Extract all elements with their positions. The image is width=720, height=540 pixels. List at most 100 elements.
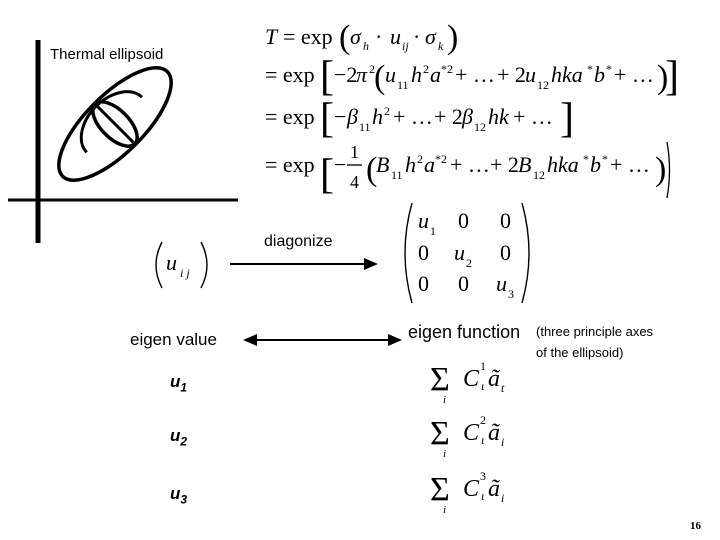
- svg-text:C: C: [463, 476, 480, 502]
- svg-text:β: β: [461, 104, 473, 129]
- svg-text:T: T: [265, 24, 279, 49]
- svg-text:0: 0: [418, 271, 429, 296]
- svg-text:hka: hka: [551, 62, 583, 87]
- svg-text:1: 1: [480, 359, 486, 373]
- svg-text:(: (: [339, 19, 350, 56]
- svg-text:[: [: [320, 96, 334, 142]
- svg-text:C: C: [463, 366, 480, 392]
- eigen-function-note-line2: of the ellipsoid): [536, 345, 624, 360]
- sum-expression-3: Σ i C 3 ι ã i: [430, 469, 504, 516]
- svg-text:b: b: [594, 62, 605, 87]
- ellipsoid-shape: [57, 66, 173, 182]
- svg-text:hk: hk: [488, 104, 510, 129]
- svg-text:ij: ij: [402, 39, 409, 53]
- svg-text:σ: σ: [425, 24, 437, 49]
- svg-text:0: 0: [458, 271, 469, 296]
- svg-text:i: i: [443, 504, 446, 516]
- svg-text:3: 3: [480, 469, 486, 483]
- svg-text:+ 2: + 2: [497, 62, 526, 87]
- svg-text:2: 2: [417, 152, 423, 166]
- svg-text:*: *: [587, 62, 593, 76]
- diagonize-arrow: [230, 258, 378, 270]
- svg-text:+ …: + …: [610, 152, 650, 177]
- thermal-ellipsoid-label: Thermal ellipsoid: [50, 46, 164, 63]
- svg-text:a: a: [430, 62, 441, 87]
- svg-text:0: 0: [500, 208, 511, 233]
- svg-text:]: ]: [560, 96, 574, 142]
- svg-text:= exp: = exp: [265, 152, 315, 177]
- svg-text:h: h: [372, 104, 383, 129]
- svg-text:B: B: [518, 152, 531, 177]
- svg-text:Σ: Σ: [430, 471, 450, 508]
- svg-text:): ): [657, 59, 668, 96]
- svg-text:11: 11: [391, 168, 403, 182]
- svg-text:= exp: = exp: [265, 62, 315, 87]
- svg-text:u: u: [525, 62, 536, 87]
- diagonize-label: diagonize: [264, 233, 333, 250]
- svg-text:i: i: [443, 394, 446, 406]
- svg-text:+ …: + …: [614, 62, 654, 87]
- svg-text:b: b: [590, 152, 601, 177]
- svg-text:·: ·: [413, 24, 420, 49]
- svg-text:+ 2: + 2: [490, 152, 519, 177]
- svg-text:t: t: [501, 381, 505, 395]
- svg-text:u: u: [418, 208, 429, 233]
- u2-label: u2: [170, 426, 188, 449]
- sum-expression-2: Σ i C 2 ι ã i: [430, 413, 504, 460]
- svg-text:2: 2: [369, 62, 375, 76]
- svg-text:0: 0: [458, 208, 469, 233]
- svg-text:u: u: [385, 62, 396, 87]
- svg-text:*: *: [583, 152, 589, 166]
- equation-line-2: = exp [ −2 π 2 ( u 11 h 2 a *2 + … + 2 u…: [265, 54, 679, 100]
- svg-text:12: 12: [537, 78, 549, 92]
- diagonal-matrix: u 1 0 0 0 u 2 0 0 0 u 3: [404, 202, 530, 304]
- svg-text:2: 2: [423, 62, 429, 76]
- svg-text:−2: −2: [334, 62, 357, 87]
- svg-text:+ …: + …: [455, 62, 495, 87]
- svg-text:i: i: [501, 435, 504, 449]
- page-number: 16: [690, 520, 701, 532]
- svg-text:+ 2: + 2: [434, 104, 463, 129]
- svg-text:ι: ι: [481, 489, 484, 503]
- svg-text:12: 12: [533, 168, 545, 182]
- equation-line-4: = exp [ − 1 4 ( B 11 h 2 a *2 + … + 2 B …: [265, 141, 671, 199]
- svg-text:*: *: [606, 62, 612, 76]
- svg-text:+ …: + …: [393, 104, 433, 129]
- svg-text:12: 12: [474, 120, 486, 134]
- svg-text:*2: *2: [435, 152, 447, 166]
- eigen-function-note-line1: (three principle axes: [536, 324, 654, 339]
- svg-text:3: 3: [508, 287, 514, 301]
- eigen-value-label: eigen value: [130, 330, 217, 349]
- svg-text:·: ·: [375, 24, 382, 49]
- svg-text:−: −: [334, 152, 346, 177]
- svg-text:11: 11: [359, 120, 371, 134]
- svg-text:ã: ã: [488, 476, 500, 502]
- svg-text:σ: σ: [350, 24, 362, 49]
- svg-text:(: (: [374, 59, 385, 96]
- svg-text:ι: ι: [481, 433, 484, 447]
- svg-text:1: 1: [430, 224, 436, 238]
- u1-label: u1: [170, 372, 188, 395]
- svg-text:= exp: = exp: [265, 104, 315, 129]
- svg-text:h: h: [411, 62, 422, 87]
- eigen-double-arrow: [243, 334, 402, 346]
- svg-text:2: 2: [384, 104, 390, 118]
- svg-text:(: (: [366, 151, 377, 188]
- svg-text:): ): [447, 19, 458, 56]
- svg-text:+ …: + …: [513, 104, 553, 129]
- svg-text:2: 2: [466, 256, 472, 270]
- svg-text:]: ]: [665, 54, 679, 100]
- svg-text:β: β: [346, 104, 358, 129]
- svg-text:−: −: [334, 104, 346, 129]
- svg-text:B: B: [376, 152, 389, 177]
- svg-text:u: u: [166, 250, 177, 275]
- svg-text:i: i: [443, 448, 446, 460]
- svg-text:*2: *2: [441, 62, 453, 76]
- equation-line-1: T = exp ( σ h · u ij · σ k ): [265, 19, 458, 56]
- svg-text:ã: ã: [488, 420, 500, 446]
- svg-text:Σ: Σ: [430, 415, 450, 452]
- u3-label: u3: [170, 484, 188, 507]
- svg-text:u: u: [496, 271, 507, 296]
- svg-text:C: C: [463, 420, 480, 446]
- svg-text:*: *: [602, 152, 608, 166]
